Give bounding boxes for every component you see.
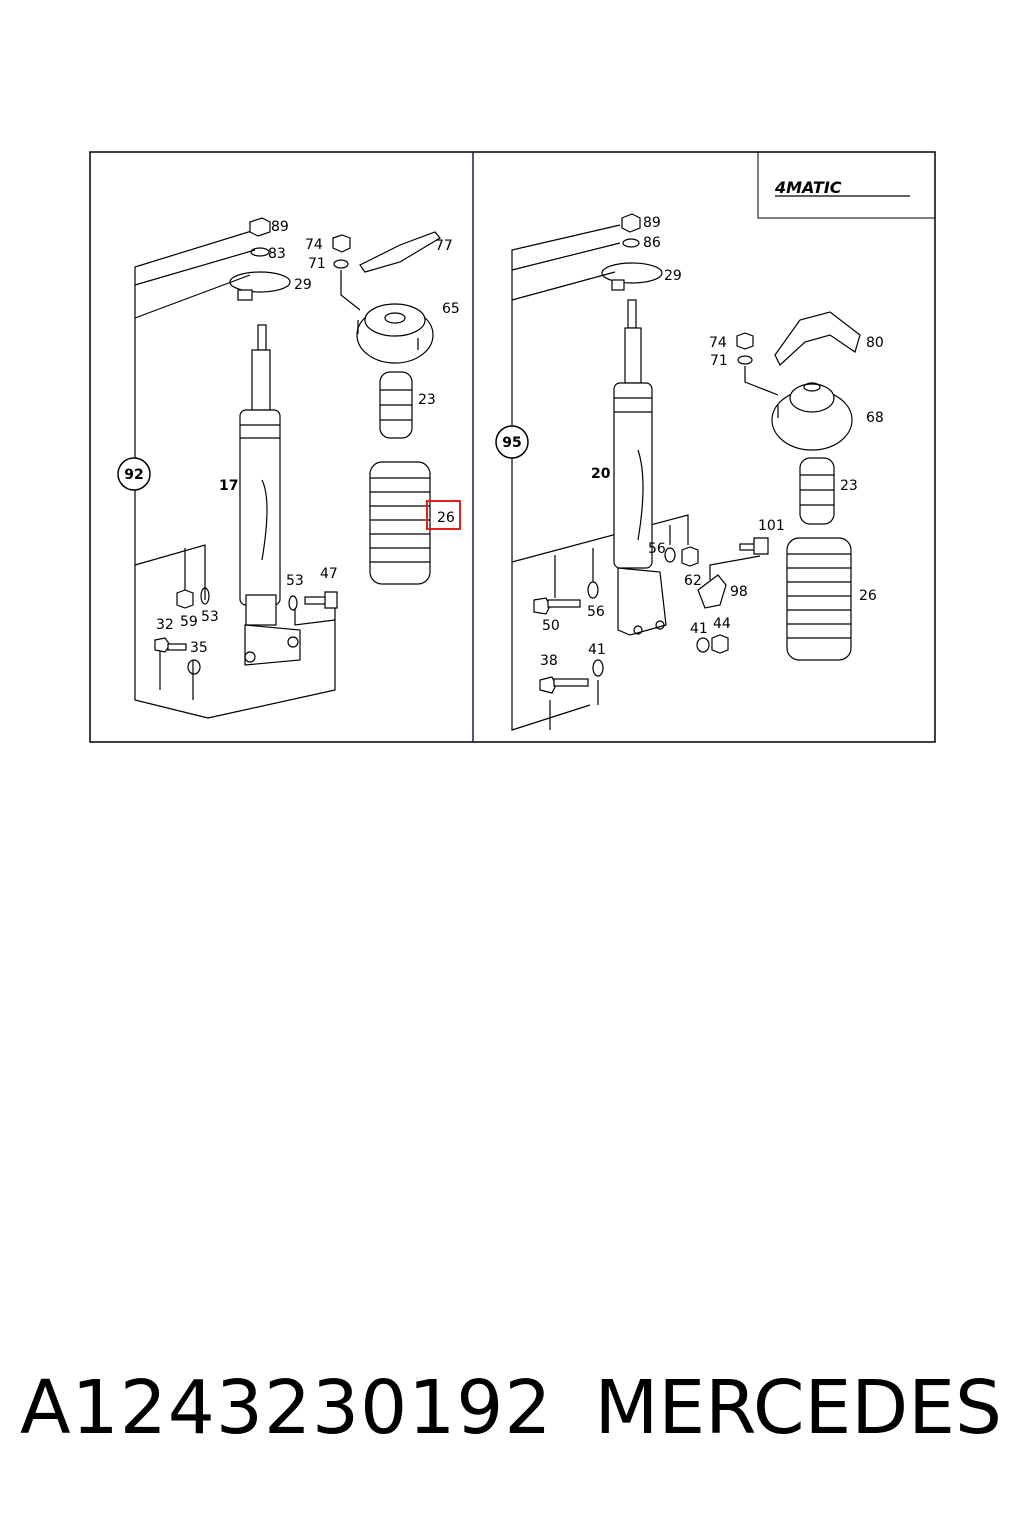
washer-86-right — [622, 238, 640, 248]
highlight-box-26[interactable] — [426, 500, 461, 530]
washer-56b-right — [587, 581, 599, 599]
callout-68-right: 68 — [866, 410, 884, 426]
callout-44-right: 44 — [713, 616, 731, 632]
strut-label-20: 20 — [591, 466, 611, 482]
bump-stop-23-left — [379, 371, 413, 439]
left-panel — [134, 217, 441, 719]
callout-23-right: 23 — [840, 478, 858, 494]
callout-23-left: 23 — [418, 392, 436, 408]
washer-35-left — [187, 659, 201, 675]
callout-83-left: 83 — [268, 246, 286, 262]
footer: A1243230192 MERCEDES — [0, 1365, 1024, 1475]
diagram-frame — [89, 151, 936, 743]
bump-stop-23-right — [799, 457, 835, 525]
bellows-26-right — [786, 537, 852, 661]
mount-68 — [771, 382, 853, 451]
callout-53a-left: 53 — [286, 573, 304, 589]
callout-74-left: 74 — [305, 237, 323, 253]
callout-86-right: 86 — [643, 235, 661, 251]
brand-name: MERCEDES — [594, 1365, 1002, 1451]
callout-101-right: 101 — [758, 518, 785, 534]
callout-32-left: 32 — [156, 617, 174, 633]
callout-62-right: 62 — [684, 573, 702, 589]
group-badge-92 — [117, 457, 151, 491]
callout-35-left: 35 — [190, 640, 208, 656]
washer-83-left — [250, 247, 270, 257]
right-panel-labels: 95 20 89 86 29 74 71 80 68 23 26 101 56 … — [495, 215, 884, 669]
bolt-101-right — [739, 537, 769, 555]
washer-53-left-b — [200, 587, 210, 605]
nut-41a-right — [696, 637, 710, 653]
nut-89-left — [249, 217, 271, 237]
nut-62-right — [681, 546, 699, 567]
4matic-logo-text: 4MATIC — [774, 178, 842, 197]
part-number: A1243230192 — [20, 1365, 553, 1451]
group-label-95: 95 — [502, 435, 521, 451]
callout-47-left: 47 — [320, 566, 338, 582]
mount-65 — [356, 303, 434, 364]
callout-41b-right: 41 — [588, 642, 606, 658]
nut-74-right — [736, 332, 754, 350]
callout-71-left: 71 — [308, 256, 326, 272]
washer-41b-right — [592, 659, 604, 677]
right-panel — [511, 213, 861, 731]
bolt-32-left — [154, 637, 187, 653]
group-label-92: 92 — [124, 467, 143, 483]
callout-80-right: 80 — [866, 335, 884, 351]
callout-74-right: 74 — [709, 335, 727, 351]
callout-41a-right: 41 — [690, 621, 708, 637]
bolt-50-right — [533, 597, 581, 615]
plate-77 — [359, 231, 441, 273]
callout-59-left: 59 — [180, 614, 198, 630]
washer-71-right — [737, 355, 753, 365]
clamp-29-right — [601, 262, 663, 291]
callout-29-right: 29 — [664, 268, 682, 284]
washer-44-right — [711, 634, 729, 654]
bolt-47-left — [304, 591, 338, 609]
callout-38-right: 38 — [540, 653, 558, 669]
left-panel-labels: 92 17 89 83 29 74 71 77 65 23 26 53 47 5… — [117, 219, 461, 656]
callout-56a-right: 56 — [648, 541, 666, 557]
bracket-80 — [774, 311, 861, 366]
callout-71-right: 71 — [710, 353, 728, 369]
callout-89-left: 89 — [271, 219, 289, 235]
clamp-29-left — [229, 271, 291, 301]
nut-59-left — [176, 589, 194, 609]
callout-89-right: 89 — [643, 215, 661, 231]
nut-89-right — [621, 213, 641, 233]
callout-65-left: 65 — [442, 301, 460, 317]
bolt-38-right — [539, 676, 589, 694]
strut-20 — [613, 299, 667, 636]
callout-98-right: 98 — [730, 584, 748, 600]
strut-17 — [239, 324, 301, 666]
bellows-26-left — [369, 461, 431, 585]
washer-53-left-a — [288, 595, 298, 611]
callout-26-right: 26 — [859, 588, 877, 604]
bracket-98 — [697, 574, 727, 609]
callout-50-right: 50 — [542, 618, 560, 634]
callout-53b-left: 53 — [201, 609, 219, 625]
washer-56a-right — [664, 547, 676, 563]
4matic-logo: 4MATIC — [757, 152, 935, 219]
group-badge-95 — [495, 425, 529, 459]
callout-26-left[interactable]: 26 — [437, 510, 455, 526]
callout-56b-right: 56 — [587, 604, 605, 620]
strut-label-17: 17 — [219, 478, 238, 494]
nut-74-left — [332, 234, 351, 253]
callout-77-left: 77 — [435, 238, 453, 254]
callout-29-left: 29 — [294, 277, 312, 293]
washer-71-left — [333, 259, 349, 269]
parts-diagram: 4MATIC — [89, 151, 936, 743]
